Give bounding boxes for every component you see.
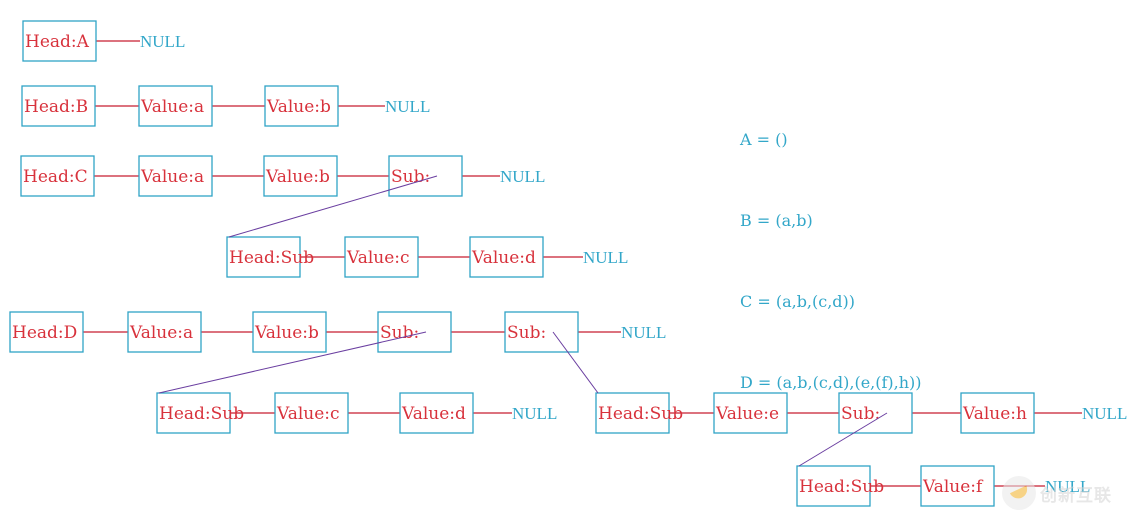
node-label-d-4: Sub:	[507, 323, 546, 343]
null-label-c: NULL	[500, 167, 545, 186]
node-box-c-2	[263, 155, 338, 197]
node-label-d-3: Sub:	[380, 323, 419, 343]
node-label-d-sub2-sub-0: Head:Sub	[799, 477, 884, 497]
node-box-c-sub-2	[469, 236, 544, 278]
sub-pointer-3	[798, 412, 888, 467]
legend-line-a: A = ()	[740, 130, 788, 149]
node-box-c-sub-1	[344, 236, 419, 278]
legend-line-c: C = (a,b,(c,d))	[740, 292, 856, 311]
null-label-a: NULL	[140, 32, 185, 51]
node-box-d-sub2-sub-1	[920, 465, 995, 507]
node-label-d-sub1-2: Value:d	[401, 404, 466, 424]
node-box-b-0	[21, 85, 96, 127]
node-label-c-0: Head:C	[23, 167, 88, 187]
node-box-d-3	[377, 311, 452, 353]
node-label-c-3: Sub:	[391, 167, 430, 187]
node-label-d-sub1-0: Head:Sub	[159, 404, 244, 424]
node-box-d-sub2-3	[960, 392, 1035, 434]
watermark-text: 创新互联	[1040, 485, 1112, 506]
node-label-c-1: Value:a	[140, 167, 204, 187]
node-label-d-2: Value:b	[254, 323, 319, 343]
node-label-a-0: Head:A	[25, 32, 90, 52]
node-box-d-sub2-1	[713, 392, 788, 434]
node-box-b-2	[264, 85, 339, 127]
node-box-d-sub2-0	[595, 392, 670, 434]
node-label-d-sub2-2: Sub:	[841, 404, 880, 424]
watermark-logo-icon	[1002, 476, 1036, 510]
node-label-d-sub2-1: Value:e	[715, 404, 779, 424]
node-box-c-0	[20, 155, 95, 197]
sub-pointer-1	[158, 331, 427, 394]
node-box-d-2	[252, 311, 327, 353]
sub-pointer-0	[228, 175, 438, 238]
node-box-d-sub2-sub-0	[796, 465, 871, 507]
node-box-b-1	[138, 85, 213, 127]
node-label-c-2: Value:b	[265, 167, 330, 187]
node-label-d-sub2-sub-1: Value:f	[922, 477, 984, 497]
node-box-d-sub1-0	[156, 392, 231, 434]
node-box-d-sub2-2	[838, 392, 913, 434]
watermark: 创新互联	[1002, 476, 1112, 510]
node-label-d-sub1-1: Value:c	[276, 404, 340, 424]
node-label-c-sub-0: Head:Sub	[229, 248, 314, 268]
node-box-d-sub1-1	[274, 392, 349, 434]
node-label-d-0: Head:D	[12, 323, 77, 343]
node-label-d-1: Value:a	[129, 323, 193, 343]
node-label-d-sub2-0: Head:Sub	[598, 404, 683, 424]
legend: A = () B = (a,b) C = (a,b,(c,d)) D = (a,…	[740, 72, 922, 450]
node-box-c-sub-0	[226, 236, 301, 278]
null-label-d-sub1: NULL	[512, 404, 557, 423]
node-label-b-2: Value:b	[266, 97, 331, 117]
sub-pointer-2	[552, 331, 599, 394]
node-label-b-1: Value:a	[140, 97, 204, 117]
node-label-c-sub-2: Value:d	[471, 248, 536, 268]
legend-line-b: B = (a,b)	[740, 211, 813, 230]
null-label-d-sub2-sub: NULL	[1045, 477, 1090, 496]
node-box-d-1	[127, 311, 202, 353]
node-box-c-3	[388, 155, 463, 197]
node-label-c-sub-1: Value:c	[346, 248, 410, 268]
node-box-d-4	[504, 311, 579, 353]
node-label-d-sub2-3: Value:h	[962, 404, 1027, 424]
node-box-d-0	[9, 311, 84, 353]
null-label-d-sub2: NULL	[1082, 404, 1127, 423]
null-label-d: NULL	[621, 323, 666, 342]
null-label-c-sub: NULL	[583, 248, 628, 267]
legend-line-d: D = (a,b,(c,d),(e,(f),h))	[740, 373, 922, 392]
null-label-b: NULL	[385, 97, 430, 116]
node-box-c-1	[138, 155, 213, 197]
node-box-a-0	[22, 20, 97, 62]
node-box-d-sub1-2	[399, 392, 474, 434]
node-label-b-0: Head:B	[24, 97, 88, 117]
